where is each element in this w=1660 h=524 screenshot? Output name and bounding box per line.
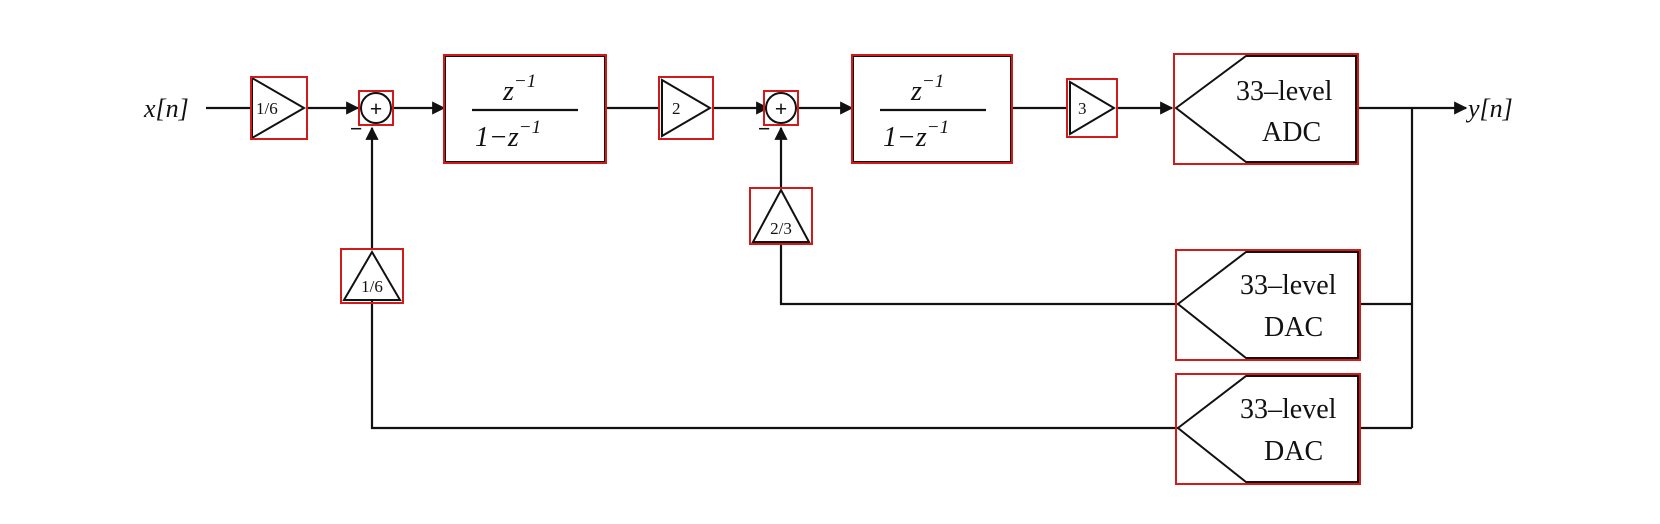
integrator1-denominator: 1−z−1: [475, 117, 541, 153]
inner-dac-type-label: DAC: [1264, 312, 1323, 343]
outer-feedback-gain-block[interactable]: 1/6: [340, 248, 404, 304]
quantizer-gain-block[interactable]: 3: [1066, 78, 1118, 138]
inner-dac-level-label: 33–level: [1240, 270, 1337, 301]
outer-feedback-gain-value: 1/6: [361, 277, 383, 296]
outer-dac-block[interactable]: 33–level DAC: [1175, 373, 1361, 485]
summer2-plus-symbol: +: [775, 96, 788, 121]
input-gain-block[interactable]: 1/6: [250, 76, 308, 140]
outer-dac-level-label: 33–level: [1240, 394, 1337, 425]
output-signal-label: y[n]: [1465, 94, 1513, 123]
integrator1-numerator: z−1: [502, 71, 536, 107]
signal-wires: [206, 101, 1468, 430]
summing-junction-2[interactable]: + −: [758, 90, 799, 141]
stage2-gain-value: 2: [672, 99, 681, 118]
adc-level-label: 33–level: [1236, 76, 1333, 107]
outer-dac-type-label: DAC: [1264, 436, 1323, 467]
input-signal-label: x[n]: [143, 94, 189, 123]
integrator-block-2[interactable]: z−1 1−z−1: [851, 54, 1013, 164]
summer1-minus-sign: −: [350, 116, 363, 141]
integrator2-denominator: 1−z−1: [883, 117, 949, 153]
summer1-plus-symbol: +: [370, 96, 383, 121]
wire-dac-outer-to-gain: [370, 300, 1178, 430]
wire-dac-inner-to-gain: [779, 244, 1178, 306]
inner-feedback-gain-block[interactable]: 2/3: [749, 187, 813, 245]
adc-block[interactable]: 33–level ADC: [1173, 53, 1359, 165]
summing-junction-1[interactable]: + −: [350, 90, 394, 141]
integrator-block-1[interactable]: z−1 1−z−1: [443, 54, 607, 164]
inner-dac-block[interactable]: 33–level DAC: [1175, 249, 1361, 361]
input-gain-value: 1/6: [256, 99, 278, 118]
integrator2-numerator: z−1: [910, 71, 944, 107]
inner-feedback-gain-value: 2/3: [770, 219, 792, 238]
stage2-gain-block[interactable]: 2: [658, 76, 714, 140]
quantizer-gain-value: 3: [1078, 99, 1087, 118]
summer2-minus-sign: −: [758, 116, 771, 141]
adc-type-label: ADC: [1262, 117, 1321, 148]
